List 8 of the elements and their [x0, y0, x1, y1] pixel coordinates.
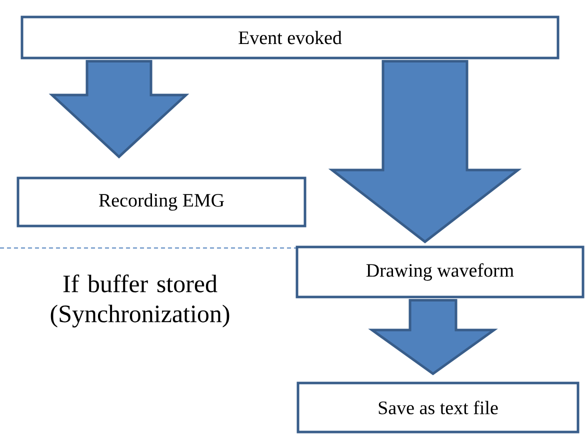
process-box: Drawing waveform [296, 246, 584, 298]
block-arrow [368, 299, 498, 376]
process-box: Event evoked [20, 16, 560, 60]
block-arrow [328, 60, 522, 244]
side-note: If buffer stored (Synchronization) [50, 274, 230, 328]
block-arrow [48, 60, 190, 158]
process-box: Recording EMG [16, 176, 306, 228]
process-box: Save as text file [296, 382, 580, 434]
